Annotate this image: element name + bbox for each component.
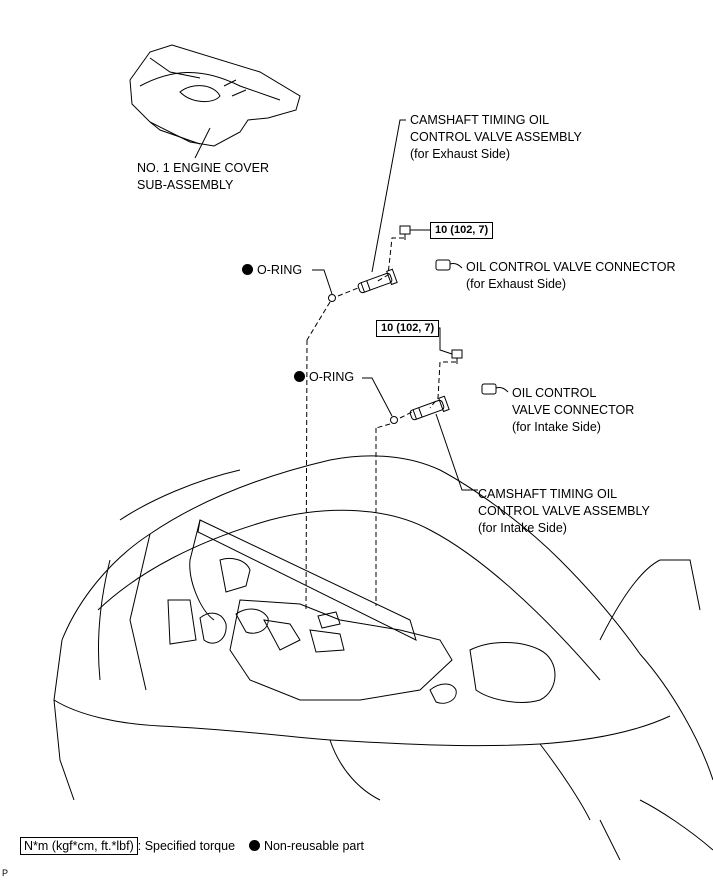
- connector-intake-line2: VALVE CONNECTOR: [512, 403, 635, 417]
- camshaft-valve-intake-line3: (for Intake Side): [478, 521, 567, 535]
- camshaft-valve-exhaust-line2: CONTROL VALVE ASSEMBLY: [410, 130, 582, 144]
- oring-upper-text: O-RING: [257, 263, 303, 277]
- camshaft-valve-exhaust-line1: CAMSHAFT TIMING OIL: [410, 113, 550, 127]
- camshaft-valve-intake-label: CAMSHAFT TIMING OIL CONTROL VALVE ASSEMB…: [478, 486, 650, 537]
- connector-exhaust-label: OIL CONTROL VALVE CONNECTOR (for Exhaust…: [466, 259, 676, 293]
- engine-cover-drawing: [129, 44, 301, 147]
- oring-upper-leader: [312, 269, 333, 295]
- exhaust-bolt-dash: [375, 237, 404, 283]
- connector-intake-line1: OIL CONTROL: [512, 386, 597, 400]
- engine-cover-label-line1: NO. 1 ENGINE COVER: [137, 161, 269, 175]
- intake-valve-leader: [435, 413, 478, 491]
- engine-cover-leader: [194, 127, 211, 159]
- exhaust-valve-drawing: [357, 268, 398, 294]
- oring-upper-label: O-RING: [242, 262, 302, 279]
- connector-intake-label: OIL CONTROL VALVE CONNECTOR (for Intake …: [512, 385, 634, 436]
- exhaust-connector-drawing: [435, 259, 463, 271]
- exhaust-valve-leader: [371, 119, 406, 273]
- legend-torque-units: N*m (kgf*cm, ft.*lbf): [20, 837, 138, 855]
- oring-lower-leader: [362, 377, 393, 417]
- nonreusable-dot-icon: [294, 371, 305, 382]
- nonreusable-dot-icon: [242, 264, 253, 275]
- camshaft-valve-intake-line2: CONTROL VALVE ASSEMBLY: [478, 504, 650, 518]
- engine-cover-label: NO. 1 ENGINE COVER SUB-ASSEMBLY: [137, 160, 269, 194]
- legend-torque-text: : Specified torque: [137, 839, 236, 853]
- oring-lower-label: O-RING: [294, 369, 354, 386]
- oring-lower-text: O-RING: [309, 370, 355, 384]
- camshaft-valve-exhaust-label: CAMSHAFT TIMING OIL CONTROL VALVE ASSEMB…: [410, 112, 582, 163]
- torque-lower-box: 10 (102, 7): [376, 320, 440, 337]
- figure-code: P: [2, 868, 9, 878]
- engine-cover-label-line2: SUB-ASSEMBLY: [137, 178, 234, 192]
- connector-intake-line3: (for Intake Side): [512, 420, 601, 434]
- intake-valve-drawing: [409, 395, 450, 421]
- camshaft-valve-exhaust-line3: (for Exhaust Side): [410, 147, 511, 161]
- legend-dot-icon: [248, 840, 260, 851]
- connector-exhaust-line2: (for Exhaust Side): [466, 277, 567, 291]
- vehicle-engine-bay-drawing: [53, 455, 713, 861]
- oring-lower-drawing: [390, 416, 398, 424]
- oring-upper-drawing: [328, 294, 336, 302]
- intake-connector-drawing: [481, 383, 509, 395]
- connector-exhaust-line1: OIL CONTROL VALVE CONNECTOR: [466, 260, 676, 274]
- camshaft-valve-intake-line1: CAMSHAFT TIMING OIL: [478, 487, 618, 501]
- legend: N*m (kgf*cm, ft.*lbf): Specified torque …: [20, 837, 365, 855]
- legend-nonreusable-text: Non-reusable part: [263, 839, 365, 853]
- torque-upper-box: 10 (102, 7): [430, 222, 494, 239]
